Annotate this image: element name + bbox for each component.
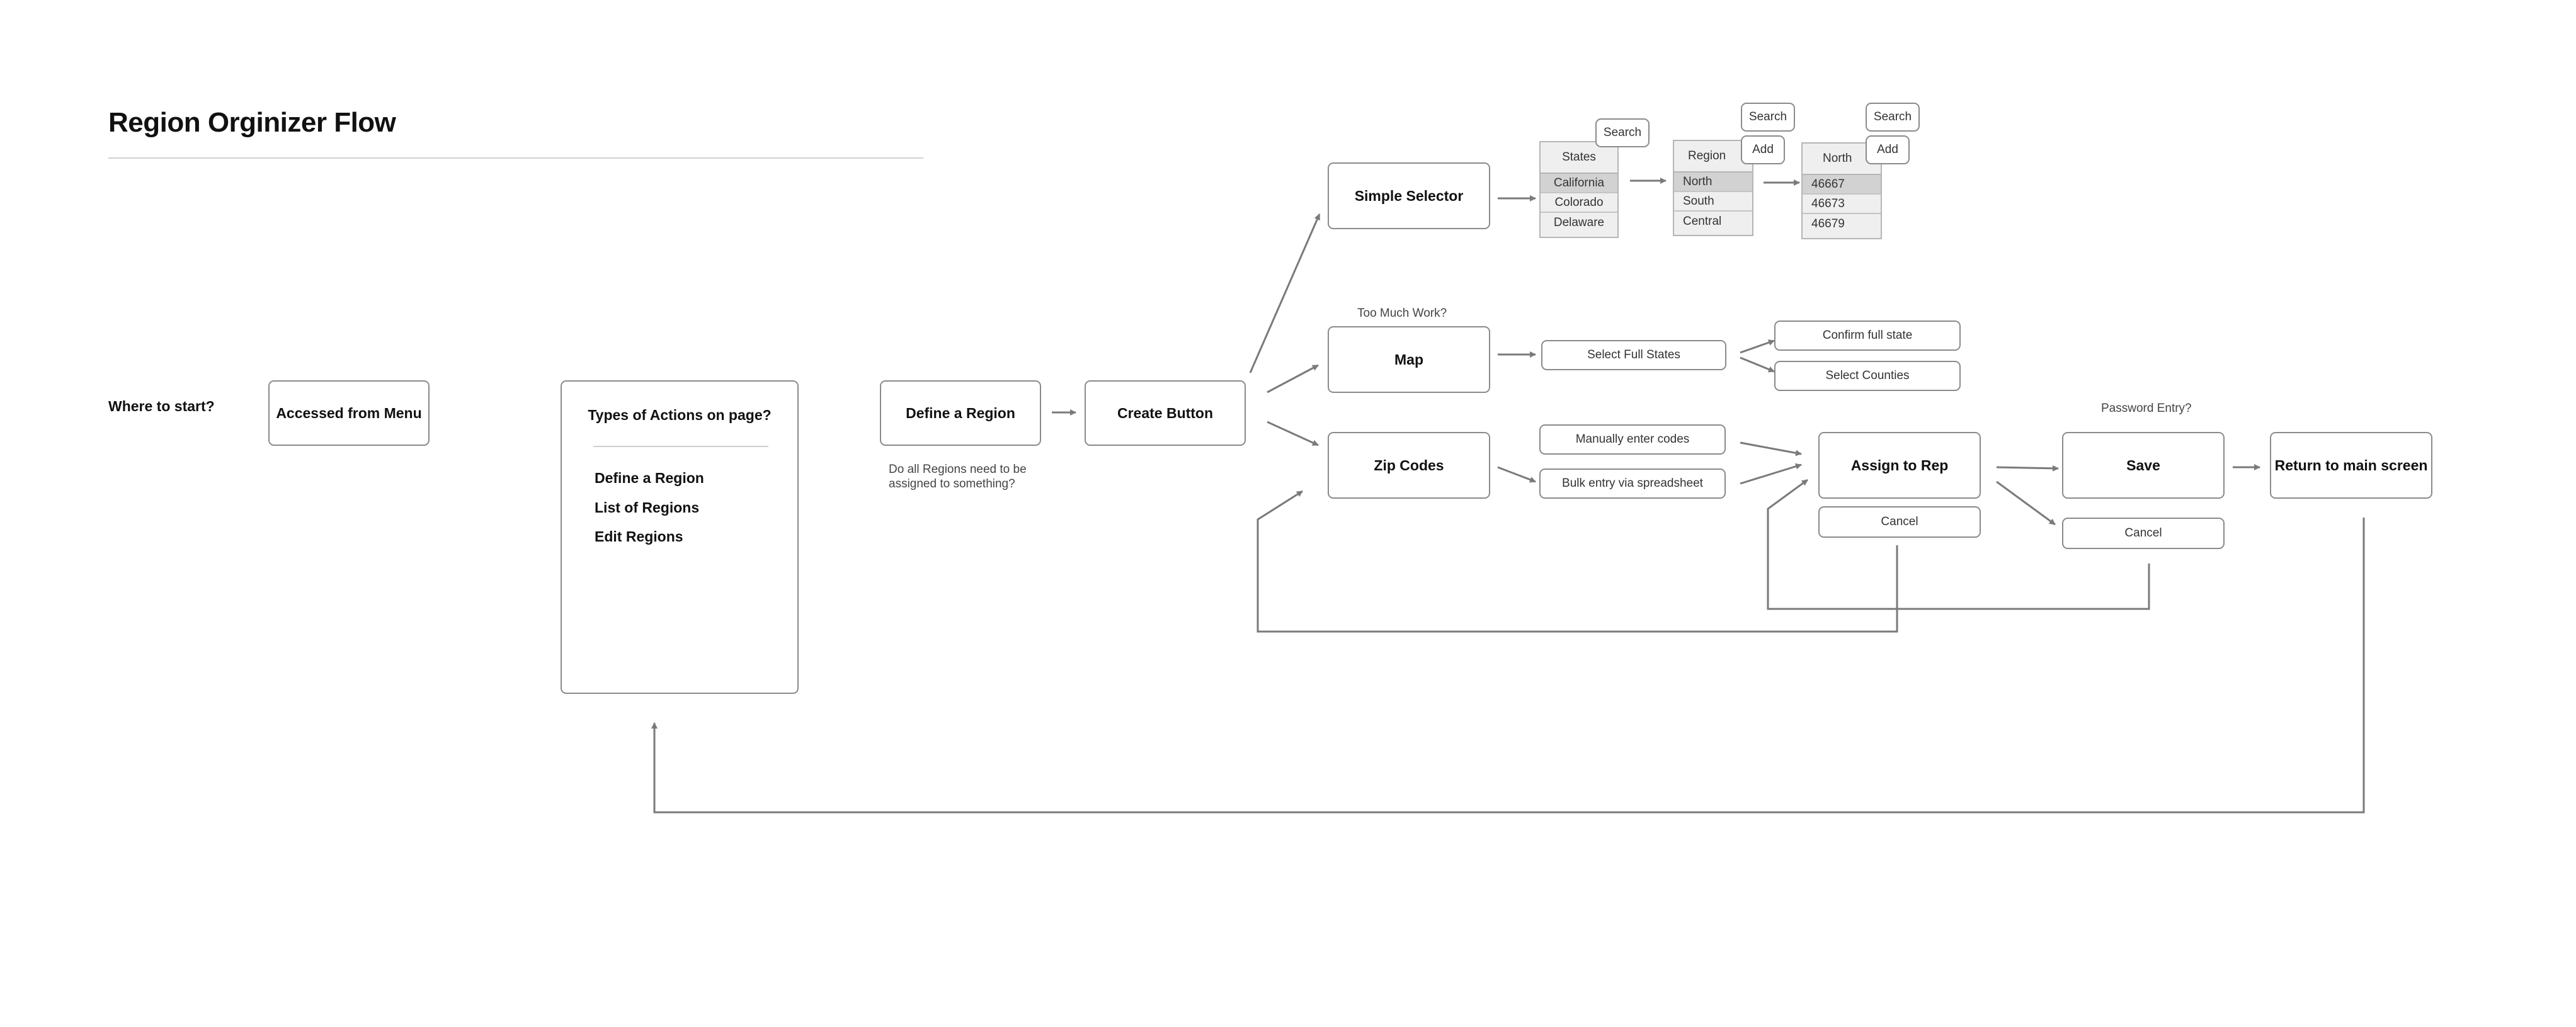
define-region-node: Define a Region bbox=[880, 380, 1041, 446]
action-item-edit-regions: Edit Regions bbox=[595, 528, 683, 545]
define-region-note: Do all Regions need to be assigned to so… bbox=[889, 463, 1027, 491]
save-node: Save bbox=[2062, 432, 2225, 499]
where-to-start-label: Where to start? bbox=[108, 398, 215, 414]
confirm-full-state-pill: Confirm full state bbox=[1774, 321, 1961, 351]
page-title: Region Orginizer Flow bbox=[108, 107, 396, 138]
password-note: Password Entry? bbox=[2101, 402, 2192, 415]
select-full-states-pill: Select Full States bbox=[1541, 340, 1726, 370]
loop-assign-cancel-to-zip bbox=[1257, 490, 1898, 633]
arrow-create-to-zip bbox=[1267, 421, 1319, 446]
arrow-bulk-to-assign bbox=[1740, 463, 1802, 485]
accessed-from-menu-node: Accessed from Menu bbox=[268, 380, 430, 446]
loop-return-to-types bbox=[651, 518, 2365, 814]
states-row[interactable]: Colorado bbox=[1541, 193, 1617, 213]
title-divider bbox=[108, 157, 923, 159]
region-row[interactable]: Central bbox=[1683, 214, 1722, 228]
save-cancel-pill: Cancel bbox=[2062, 518, 2225, 549]
arrow-assign-to-save bbox=[1996, 465, 2059, 472]
region-row[interactable]: South bbox=[1674, 192, 1752, 212]
region-table: Region North South Central bbox=[1673, 140, 1753, 236]
action-item-define-region: Define a Region bbox=[595, 470, 704, 486]
region-search-button[interactable]: Search bbox=[1741, 103, 1795, 132]
north-row[interactable]: 46679 bbox=[1811, 217, 1845, 230]
north-add-button[interactable]: Add bbox=[1866, 135, 1910, 164]
action-item-list-regions: List of Regions bbox=[595, 499, 700, 516]
north-table-header: North bbox=[1803, 144, 1881, 175]
north-search-button[interactable]: Search bbox=[1866, 103, 1920, 132]
north-row[interactable]: 46667 bbox=[1803, 175, 1881, 195]
map-note: Too Much Work? bbox=[1357, 307, 1447, 320]
bulk-entry-pill: Bulk entry via spreadsheet bbox=[1539, 468, 1726, 499]
assign-to-rep-node: Assign to Rep bbox=[1818, 432, 1981, 499]
states-row[interactable]: California bbox=[1541, 174, 1617, 193]
states-search-button[interactable]: Search bbox=[1595, 118, 1650, 147]
arrow-assign-to-save-cancel bbox=[1996, 480, 2056, 526]
types-of-actions-title: Types of Actions on page? bbox=[588, 407, 772, 423]
manually-enter-codes-pill: Manually enter codes bbox=[1539, 424, 1726, 455]
zip-codes-node: Zip Codes bbox=[1328, 432, 1490, 499]
arrow-create-to-simple bbox=[1249, 213, 1321, 373]
region-table-header: Region bbox=[1674, 141, 1752, 173]
create-button-node: Create Button bbox=[1085, 380, 1246, 446]
region-row[interactable]: North bbox=[1674, 173, 1752, 192]
arrow-to-confirm-full-state bbox=[1740, 339, 1775, 354]
return-main-screen-node: Return to main screen bbox=[2270, 432, 2432, 499]
arrow-create-to-map bbox=[1267, 364, 1319, 394]
map-node: Map bbox=[1328, 326, 1490, 393]
simple-selector-node: Simple Selector bbox=[1328, 162, 1490, 229]
north-row[interactable]: 46673 bbox=[1803, 195, 1881, 214]
arrow-to-select-counties bbox=[1740, 356, 1775, 373]
types-divider bbox=[593, 446, 768, 447]
states-table-header: States bbox=[1541, 142, 1617, 174]
select-counties-pill: Select Counties bbox=[1774, 361, 1961, 391]
arrow-manual-to-assign bbox=[1740, 441, 1802, 457]
loop-save-cancel-to-assign bbox=[1767, 479, 2150, 610]
region-add-button[interactable]: Add bbox=[1741, 135, 1785, 164]
assign-cancel-pill: Cancel bbox=[1818, 506, 1981, 538]
arrow-zip-to-bulk bbox=[1497, 466, 1536, 483]
types-of-actions-panel: Types of Actions on page? Define a Regio… bbox=[561, 380, 799, 694]
states-row[interactable]: Delaware bbox=[1553, 215, 1605, 229]
states-table: States California Colorado Delaware bbox=[1539, 141, 1619, 238]
